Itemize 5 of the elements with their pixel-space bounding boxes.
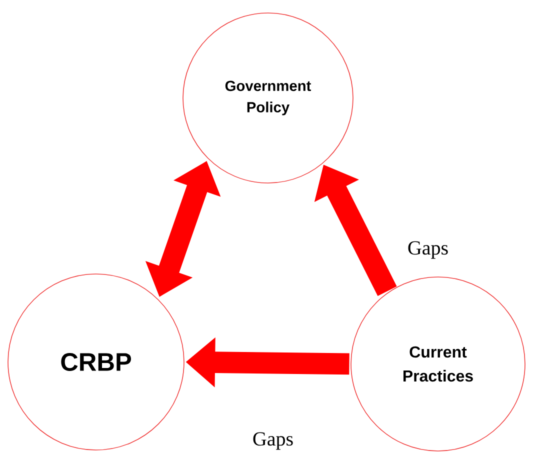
circle-node: Government Policy — [182, 12, 354, 184]
circle-node: CRBP — [8, 274, 184, 450]
edge-label: Gaps — [251, 430, 295, 452]
circle-node: Current Practices — [350, 276, 526, 452]
edge-label: Gaps — [406, 240, 450, 260]
